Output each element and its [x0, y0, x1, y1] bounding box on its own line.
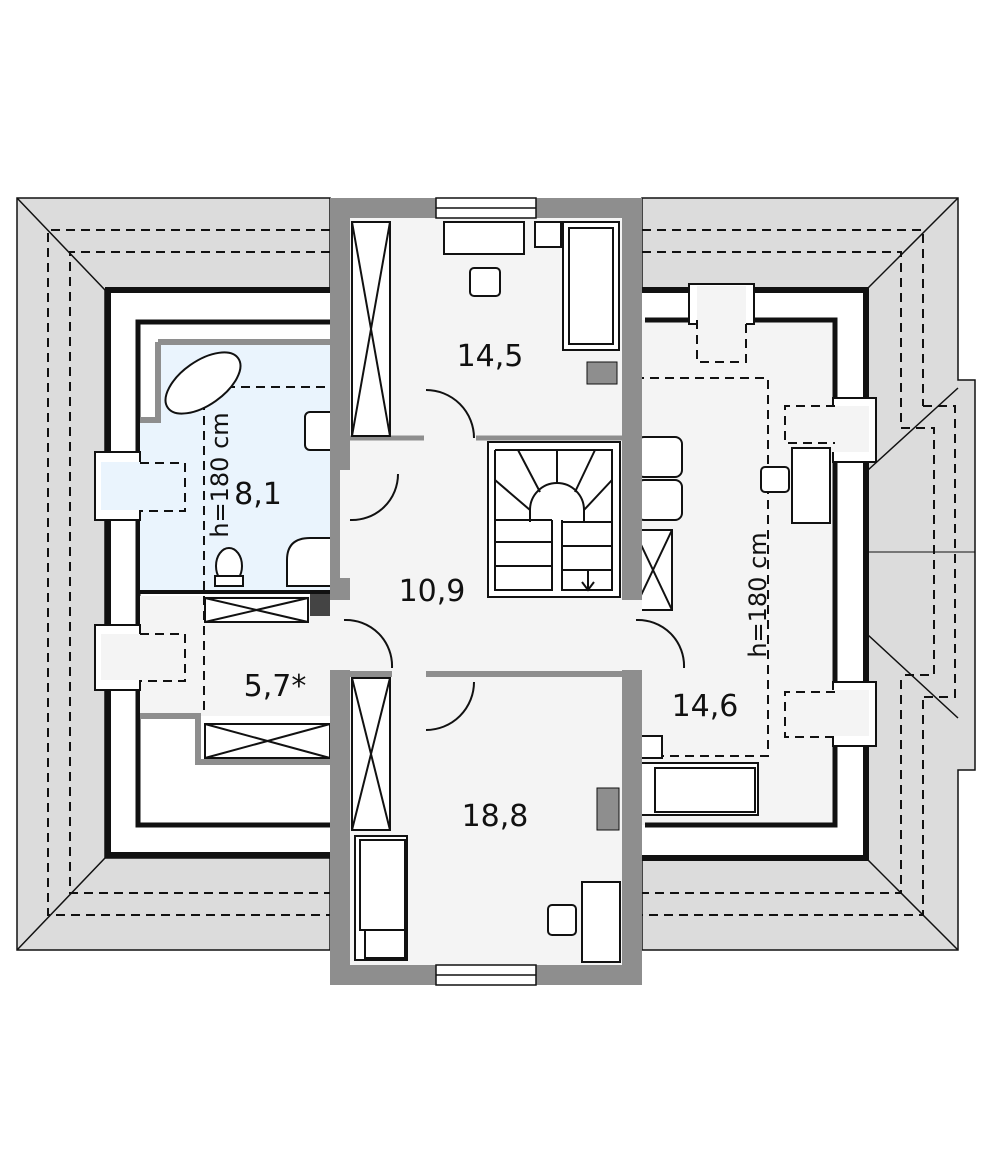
ceiling-height-right: h=180 cm [744, 532, 772, 657]
room-area-bathroom: 8,1 [234, 477, 282, 512]
staircase [487, 441, 621, 598]
room-area-bedroom-right: 14,6 [672, 689, 739, 724]
left-wing-walls [94, 287, 340, 858]
ceiling-height-left: h=180 cm [206, 412, 234, 537]
right-wing [633, 283, 877, 861]
central-block [330, 197, 686, 986]
room-area-bedroom-top: 14,5 [457, 339, 524, 374]
room-area-storage: 5,7* [244, 669, 307, 704]
room-area-bedroom-bottom: 18,8 [462, 799, 529, 834]
room-area-hall: 10,9 [399, 574, 466, 609]
